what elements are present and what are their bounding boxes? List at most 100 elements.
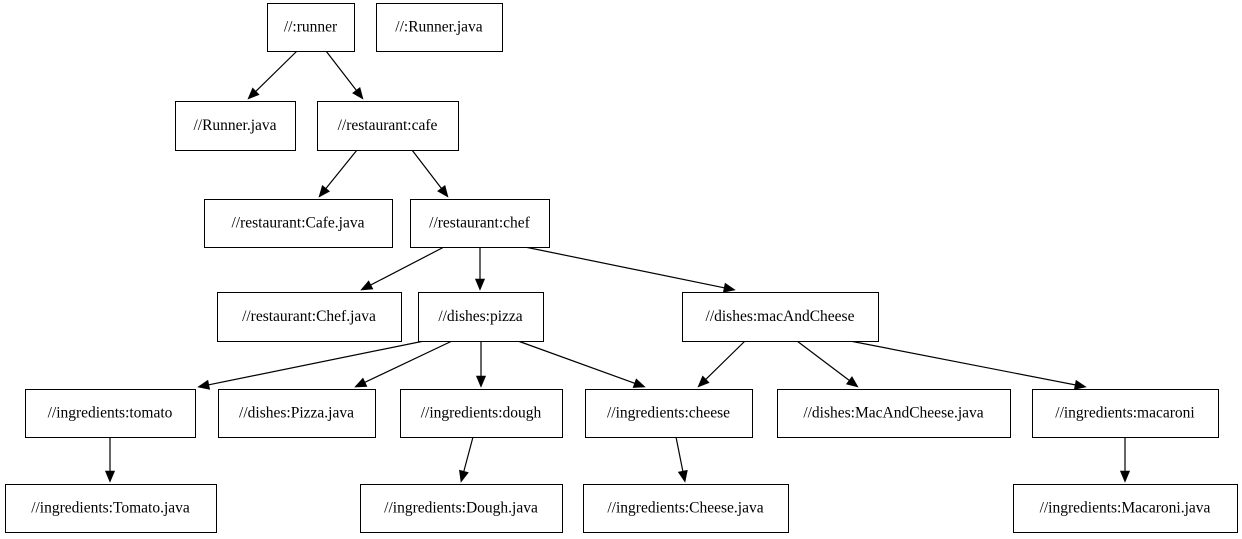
edge-line	[208, 340, 425, 386]
node-box[interactable]	[217, 292, 402, 342]
graph-edge	[697, 340, 746, 388]
graph-edge	[247, 50, 298, 100]
node-box[interactable]	[204, 199, 393, 248]
edge-line	[675, 436, 684, 472]
graph-node-ingredients_cheese[interactable]: //ingredients:cheese	[585, 389, 753, 438]
graph-edge	[524, 246, 736, 293]
graph-node-tomato_java[interactable]: //ingredients:Tomato.java	[5, 484, 217, 533]
graph-edge	[104, 437, 116, 483]
edge-line	[325, 50, 357, 91]
edge-arrowhead-icon	[318, 185, 331, 198]
graph-node-dough_java[interactable]: //ingredients:Dough.java	[360, 484, 563, 533]
node-label: //:Runner.java	[395, 19, 483, 36]
graph-edge	[1119, 437, 1131, 483]
node-label: //dishes:MacAndCheese.java	[803, 405, 983, 422]
graph-node-restaurant_cafe[interactable]: //restaurant:cafe	[317, 101, 459, 151]
node-box[interactable]	[1013, 484, 1238, 533]
graph-node-macaroni_java[interactable]: //ingredients:Macaroni.java	[1013, 484, 1238, 533]
edge-line	[705, 340, 746, 380]
graph-edge	[459, 436, 474, 483]
edge-arrowhead-icon	[632, 378, 646, 388]
graph-node-dishes_mac_java[interactable]: //dishes:MacAndCheese.java	[777, 389, 1011, 438]
graph-edge	[325, 50, 364, 100]
graph-edge	[354, 340, 453, 388]
node-label: //ingredients:dough	[421, 405, 542, 422]
node-label: //ingredients:Cheese.java	[607, 500, 763, 517]
node-box[interactable]	[25, 389, 196, 438]
graph-node-ingredients_dough[interactable]: //ingredients:dough	[400, 389, 563, 438]
graph-edge	[474, 247, 486, 291]
graph-edge	[675, 436, 688, 483]
node-box[interactable]	[317, 101, 459, 151]
node-box[interactable]	[410, 199, 550, 248]
edge-line	[364, 340, 453, 383]
node-box[interactable]	[777, 389, 1011, 438]
graph-node-ingredients_tomato[interactable]: //ingredients:tomato	[25, 389, 196, 438]
edge-arrowhead-icon	[677, 469, 688, 483]
node-label: //ingredients:Tomato.java	[31, 500, 190, 517]
graph-node-dishes_macandcheese[interactable]: //dishes:macAndCheese	[682, 292, 879, 342]
graph-node-runner[interactable]: //:runner	[267, 3, 355, 52]
node-label: //restaurant:Cafe.java	[232, 215, 365, 232]
graph-node-restaurant_cafe_java[interactable]: //restaurant:Cafe.java	[204, 199, 393, 248]
edge-arrowhead-icon	[697, 375, 710, 388]
graph-edge	[849, 340, 1087, 390]
graph-node-runner_java_root[interactable]: //:Runner.java	[376, 3, 503, 52]
edge-line	[463, 436, 474, 472]
edge-line	[849, 340, 1076, 386]
node-box[interactable]	[583, 484, 789, 533]
edge-line	[517, 340, 635, 384]
edge-arrowhead-icon	[474, 278, 486, 291]
node-box[interactable]	[682, 292, 879, 342]
edge-arrowhead-icon	[360, 280, 374, 291]
edge-arrowhead-icon	[1073, 379, 1087, 390]
edge-line	[524, 246, 725, 289]
node-box[interactable]	[218, 389, 376, 438]
node-label: //restaurant:cafe	[338, 117, 438, 134]
edge-arrowhead-icon	[459, 469, 469, 483]
node-box[interactable]	[360, 484, 563, 533]
node-box[interactable]	[5, 484, 217, 533]
edge-arrowhead-icon	[104, 470, 116, 483]
node-label: //dishes:macAndCheese	[706, 308, 855, 325]
graph-edge	[411, 149, 449, 198]
node-label: //dishes:pizza	[438, 308, 522, 325]
node-label: //ingredients:macaroni	[1055, 405, 1195, 422]
edge-arrowhead-icon	[722, 282, 736, 293]
node-label: //restaurant:chef	[429, 215, 531, 232]
node-label: //restaurant:Chef.java	[242, 308, 376, 325]
graph-edge	[197, 340, 425, 390]
node-label: //dishes:Pizza.java	[239, 405, 354, 422]
node-box[interactable]	[1032, 389, 1219, 438]
node-label: //ingredients:cheese	[607, 405, 730, 422]
node-box[interactable]	[376, 3, 503, 52]
edge-arrowhead-icon	[354, 377, 368, 388]
edge-arrowhead-icon	[197, 379, 211, 390]
graph-node-restaurant_chef_java[interactable]: //restaurant:Chef.java	[217, 292, 402, 342]
edge-arrowhead-icon	[352, 86, 364, 100]
graph-edge	[517, 340, 646, 388]
node-box[interactable]	[585, 389, 753, 438]
graph-node-dishes_pizza_java[interactable]: //dishes:Pizza.java	[218, 389, 376, 438]
graph-edge	[318, 149, 358, 198]
graph-node-runner_java[interactable]: //Runner.java	[175, 101, 296, 151]
graph-node-cheese_java[interactable]: //ingredients:Cheese.java	[583, 484, 789, 533]
node-label: //ingredients:Macaroni.java	[1040, 500, 1211, 517]
graph-node-restaurant_chef[interactable]: //restaurant:chef	[410, 199, 550, 248]
node-box[interactable]	[267, 3, 355, 52]
graph-node-ingredients_macaroni[interactable]: //ingredients:macaroni	[1032, 389, 1219, 438]
edge-arrowhead-icon	[845, 376, 859, 388]
nodes-layer: //:runner //:Runner.java //Runner.java //re…	[5, 3, 1238, 533]
node-label: //ingredients:Dough.java	[384, 500, 538, 517]
graph-edge	[360, 246, 445, 291]
node-box[interactable]	[400, 389, 563, 438]
graph-edge	[796, 340, 859, 388]
node-box[interactable]	[175, 101, 296, 151]
node-label: //:runner	[284, 19, 338, 36]
graph-node-dishes_pizza[interactable]: //dishes:pizza	[418, 292, 544, 342]
edge-line	[370, 246, 445, 286]
edge-line	[411, 149, 442, 189]
node-box[interactable]	[418, 292, 544, 342]
